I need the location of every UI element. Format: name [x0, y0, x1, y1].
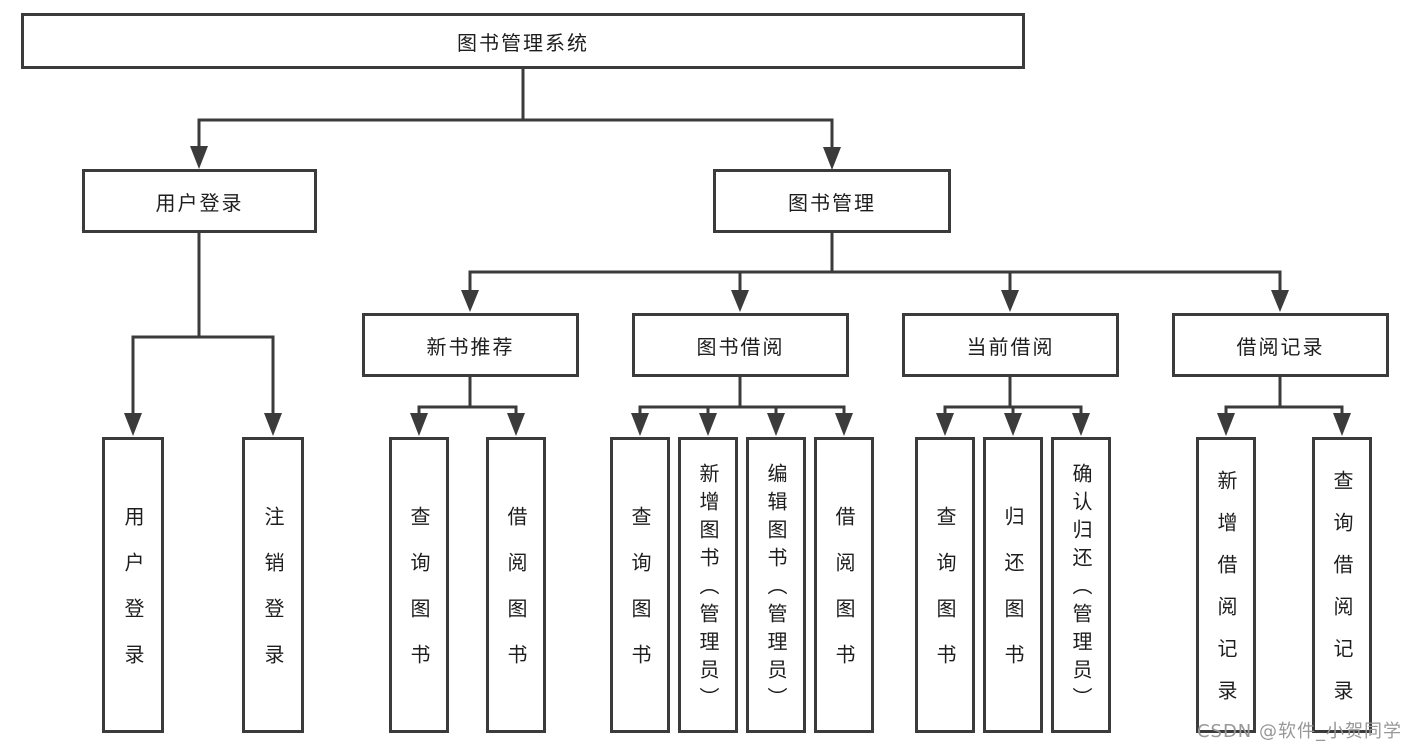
- node-edit-books-admin: 编辑图书（管理员）: [746, 437, 806, 733]
- node-user-login: 用户登录: [82, 169, 317, 233]
- node-new-book-recommendation: 新书推荐: [362, 313, 579, 377]
- node-book-management: 图书管理: [713, 169, 951, 233]
- node-search-books-current: 查询图书: [915, 437, 975, 733]
- node-borrowing-records: 借阅记录: [1172, 313, 1389, 377]
- node-label: 查询图书: [407, 506, 431, 690]
- node-label: 编辑图书（管理员）: [764, 463, 788, 715]
- node-label: 当前借阅: [966, 334, 1055, 359]
- node-label: 新增借阅记录: [1214, 470, 1238, 722]
- node-label: 查询图书: [933, 506, 957, 690]
- node-label: 归还图书: [1001, 506, 1025, 690]
- node-user-login-action: 用户登录: [102, 437, 164, 733]
- node-label: 新书推荐: [426, 334, 515, 359]
- node-add-borrow-record: 新增借阅记录: [1196, 437, 1256, 733]
- node-current-borrowing: 当前借阅: [902, 313, 1119, 377]
- node-label: 用户登录: [155, 190, 244, 215]
- node-label: 图书借阅: [696, 334, 785, 359]
- node-logout: 注销登录: [242, 437, 304, 733]
- node-label: 新增图书（管理员）: [696, 463, 720, 715]
- csdn-watermark: CSDN @软件_小贺同学: [1196, 721, 1402, 742]
- node-search-books-recommend: 查询图书: [389, 437, 449, 733]
- node-borrow-books-recommend: 借阅图书: [486, 437, 546, 733]
- node-label: 图书管理系统: [457, 30, 589, 55]
- node-library-management-system: 图书管理系统: [21, 13, 1025, 69]
- node-label: 借阅图书: [504, 506, 528, 690]
- node-return-books: 归还图书: [983, 437, 1043, 733]
- node-search-books-borrow: 查询图书: [610, 437, 670, 733]
- node-borrow-books-borrow: 借阅图书: [814, 437, 874, 733]
- node-label: 借阅图书: [832, 506, 856, 690]
- node-search-borrow-record: 查询借阅记录: [1312, 437, 1372, 733]
- node-label: 查询借阅记录: [1330, 470, 1354, 722]
- node-label: 借阅记录: [1236, 334, 1325, 359]
- node-label: 注销登录: [261, 506, 285, 690]
- node-label: 用户登录: [121, 506, 145, 690]
- node-label: 图书管理: [788, 190, 876, 215]
- node-confirm-return-admin: 确认归还（管理员）: [1051, 437, 1111, 733]
- node-label: 查询图书: [628, 506, 652, 690]
- node-book-borrowing: 图书借阅: [632, 313, 849, 377]
- node-add-books-admin: 新增图书（管理员）: [678, 437, 738, 733]
- node-label: 确认归还（管理员）: [1069, 463, 1093, 715]
